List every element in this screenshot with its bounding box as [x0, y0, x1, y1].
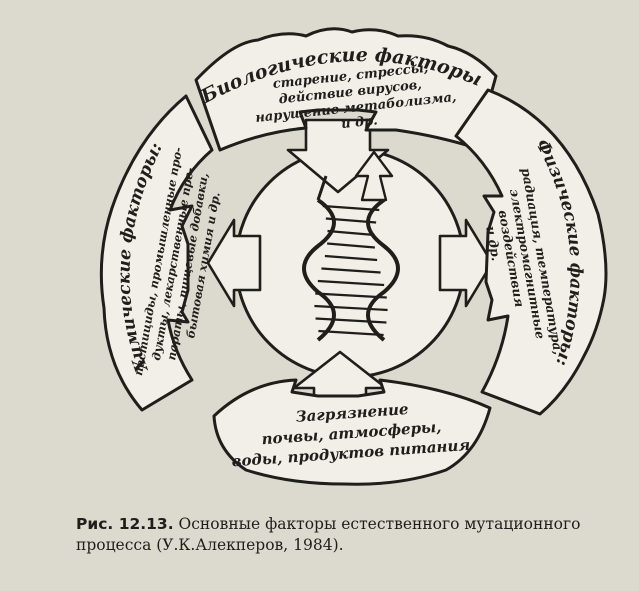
dna-rung — [327, 229, 375, 237]
block-biological — [194, 27, 498, 152]
caption-text: Основные факторы естественного мутационн… — [76, 515, 581, 554]
pollution-details: Загрязнение почвы, атмосферы, воды, прод… — [231, 400, 471, 470]
caption-label: Рис. 12.13. — [76, 515, 174, 533]
block-pollution — [212, 378, 492, 486]
dna-rung — [317, 279, 385, 287]
dna-helix-icon — [302, 150, 400, 342]
dna-rung — [315, 317, 387, 324]
dna-rung — [318, 329, 384, 337]
dna-rung — [325, 217, 377, 224]
biological-details: старение, стрессы, действие вирусов, нар… — [255, 61, 457, 132]
arrow-physical — [438, 218, 494, 308]
dna-rung — [321, 267, 381, 274]
dna-rung — [315, 292, 387, 299]
block-physical — [454, 88, 608, 416]
dna-rung — [314, 304, 388, 312]
block-chemical — [99, 94, 214, 412]
mutation-factors-diagram: Биологические факторы: старение, стрессы… — [0, 0, 608, 486]
dna-rung — [322, 204, 380, 212]
dna-rung — [324, 254, 378, 262]
figure-caption: Рис. 12.13. Основные факторы естественно… — [76, 514, 632, 556]
biological-line-4: и др. — [340, 113, 378, 132]
physical-line-4: и др. — [483, 225, 504, 262]
dna-rung — [327, 242, 375, 249]
arrow-chemical — [206, 218, 262, 308]
